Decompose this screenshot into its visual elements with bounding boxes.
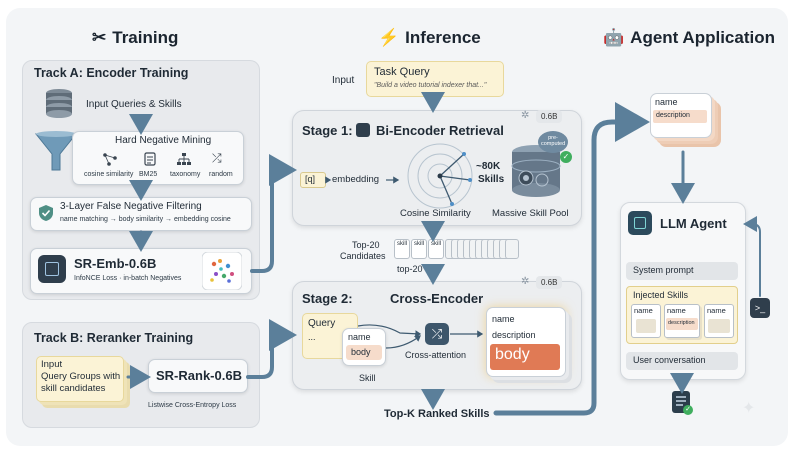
skill-candidate-chip: skill bbox=[394, 239, 410, 259]
skill-candidate-chip bbox=[505, 239, 519, 259]
track-a-title: Track A: Encoder Training bbox=[34, 66, 189, 80]
query-groups-note bbox=[36, 356, 124, 402]
check-icon: ✓ bbox=[560, 151, 572, 163]
skill-candidate-chip: skill bbox=[411, 239, 427, 259]
track-b-input-label: Input bbox=[41, 359, 63, 370]
document-icon bbox=[144, 152, 156, 166]
skill-label: Skill bbox=[359, 373, 376, 383]
tools-icon: ✂ bbox=[92, 28, 107, 47]
skill-card-body-bg bbox=[346, 345, 382, 360]
agent-application-title: 🤖Agent Application bbox=[603, 28, 775, 47]
sr-rank-name: SR-Rank-0.6B bbox=[156, 368, 242, 383]
top-k-ranked-skills-label: Top-K Ranked Skills bbox=[384, 408, 490, 420]
injected-skill-3-body bbox=[708, 319, 730, 333]
sparkle-icon: ✦ bbox=[742, 400, 756, 417]
mining-method-cosine: cosine similarity bbox=[84, 171, 134, 178]
skill-stack-name: name bbox=[655, 97, 678, 107]
chip-icon bbox=[38, 255, 66, 283]
gear-icon: ✲ bbox=[521, 110, 530, 121]
filtering-title: 3-Layer False Negative Filtering bbox=[60, 201, 202, 212]
output-name: name bbox=[492, 314, 515, 324]
mining-method-taxonomy: taxonomy bbox=[170, 171, 201, 178]
llm-chip-icon bbox=[628, 211, 652, 235]
query-ellipsis: ... bbox=[308, 332, 316, 342]
sr-rank-model-card bbox=[148, 359, 248, 393]
database-icon bbox=[46, 89, 72, 118]
shield-check-icon bbox=[39, 205, 53, 221]
stage2-title: Cross-Encoder bbox=[390, 291, 484, 306]
graph-nodes-icon bbox=[103, 153, 117, 166]
injected-skills-label: Injected Skills bbox=[633, 290, 689, 300]
skill-card-body: body bbox=[351, 347, 371, 357]
sr-emb-desc: InfoNCE Loss · in-batch Negatives bbox=[74, 275, 182, 282]
cosine-similarity-radar bbox=[407, 143, 473, 209]
user-conversation-label: User conversation bbox=[633, 355, 706, 365]
sr-emb-name: SR-Emb-0.6B bbox=[74, 256, 157, 271]
sr-rank-desc: Listwise Cross-Entropy Loss bbox=[148, 402, 237, 409]
funnel-icon bbox=[34, 131, 78, 171]
track-a-input: Input Queries & Skills bbox=[86, 99, 182, 110]
hard-negative-mining-card bbox=[72, 131, 244, 185]
lightning-icon: ⚡ bbox=[378, 28, 400, 47]
skill-pool-label: Massive Skill Pool bbox=[492, 208, 569, 219]
taxonomy-tree-icon bbox=[177, 153, 191, 165]
terminal-icon: >_ bbox=[750, 298, 770, 318]
stage2-size-badge: 0.6B bbox=[536, 276, 563, 289]
cross-attention-label: Cross-attention bbox=[405, 350, 467, 360]
mining-method-bm25: BM25 bbox=[139, 171, 158, 178]
skill-count: ~80K bbox=[476, 161, 501, 172]
gear-icon-2: ✲ bbox=[521, 276, 530, 287]
track-b-input-desc-1: Query Groups with bbox=[41, 371, 121, 382]
skill-stack-desc-bg bbox=[653, 110, 707, 123]
document-check-icon: ✓ bbox=[672, 391, 693, 415]
filtering-desc: name matching → body similarity → embedd… bbox=[60, 216, 231, 223]
skill-candidate-chip: skill bbox=[428, 239, 444, 259]
top20-short-label: top-20 bbox=[397, 264, 423, 274]
injected-skill-2-desc-bg bbox=[666, 318, 698, 330]
top20-label-2: Candidates bbox=[340, 251, 386, 261]
stage1-prefix: Stage 1: bbox=[302, 123, 353, 138]
inference-title: ⚡Inference bbox=[378, 28, 481, 47]
training-title: ✂Training bbox=[92, 28, 179, 47]
embedding-label: embedding bbox=[332, 174, 380, 185]
track-b-title: Track B: Reranker Training bbox=[34, 331, 194, 345]
system-prompt-bar bbox=[626, 262, 738, 280]
stage1-title: Bi-Encoder Retrieval bbox=[376, 123, 504, 138]
encoder-chip-icon bbox=[356, 123, 370, 137]
task-query-title: Task Query bbox=[374, 66, 430, 78]
shuffle-icon: ⤮ bbox=[212, 151, 222, 165]
stage2-prefix: Stage 2: bbox=[302, 291, 353, 306]
output-body: body bbox=[495, 346, 530, 363]
llm-agent-title: LLM Agent bbox=[660, 216, 727, 231]
robot-icon: 🤖 bbox=[603, 28, 625, 47]
mining-method-random: random bbox=[209, 171, 233, 178]
skill-stack-description: description bbox=[656, 112, 690, 119]
track-b-input-desc-2: skill candidates bbox=[41, 383, 106, 394]
injected-skill-2-desc: description bbox=[668, 320, 695, 326]
hard-negative-mining-title: Hard Negative Mining bbox=[115, 135, 212, 146]
cosine-similarity-label: Cosine Similarity bbox=[400, 208, 471, 219]
stage1-size-badge: 0.6B bbox=[536, 110, 563, 123]
system-prompt-label: System prompt bbox=[633, 265, 694, 275]
user-conversation-bar bbox=[626, 352, 738, 370]
precomputed-label: pre-computed bbox=[541, 135, 566, 147]
inference-input-label: Input bbox=[332, 75, 355, 86]
output-description: description bbox=[492, 330, 536, 340]
top20-label-1: Top-20 bbox=[352, 240, 380, 250]
embedding-cluster-icon bbox=[202, 252, 242, 290]
task-query-example: "Build a video tutorial indexer that..." bbox=[374, 82, 487, 89]
query-label: Query bbox=[308, 318, 336, 329]
skill-count-unit: Skills bbox=[478, 174, 505, 185]
query-token: [q] bbox=[305, 174, 316, 184]
skill-card-name: name bbox=[348, 332, 371, 342]
injected-skill-1-body bbox=[636, 319, 656, 333]
cross-attention-icon: ⤮ bbox=[425, 323, 449, 345]
